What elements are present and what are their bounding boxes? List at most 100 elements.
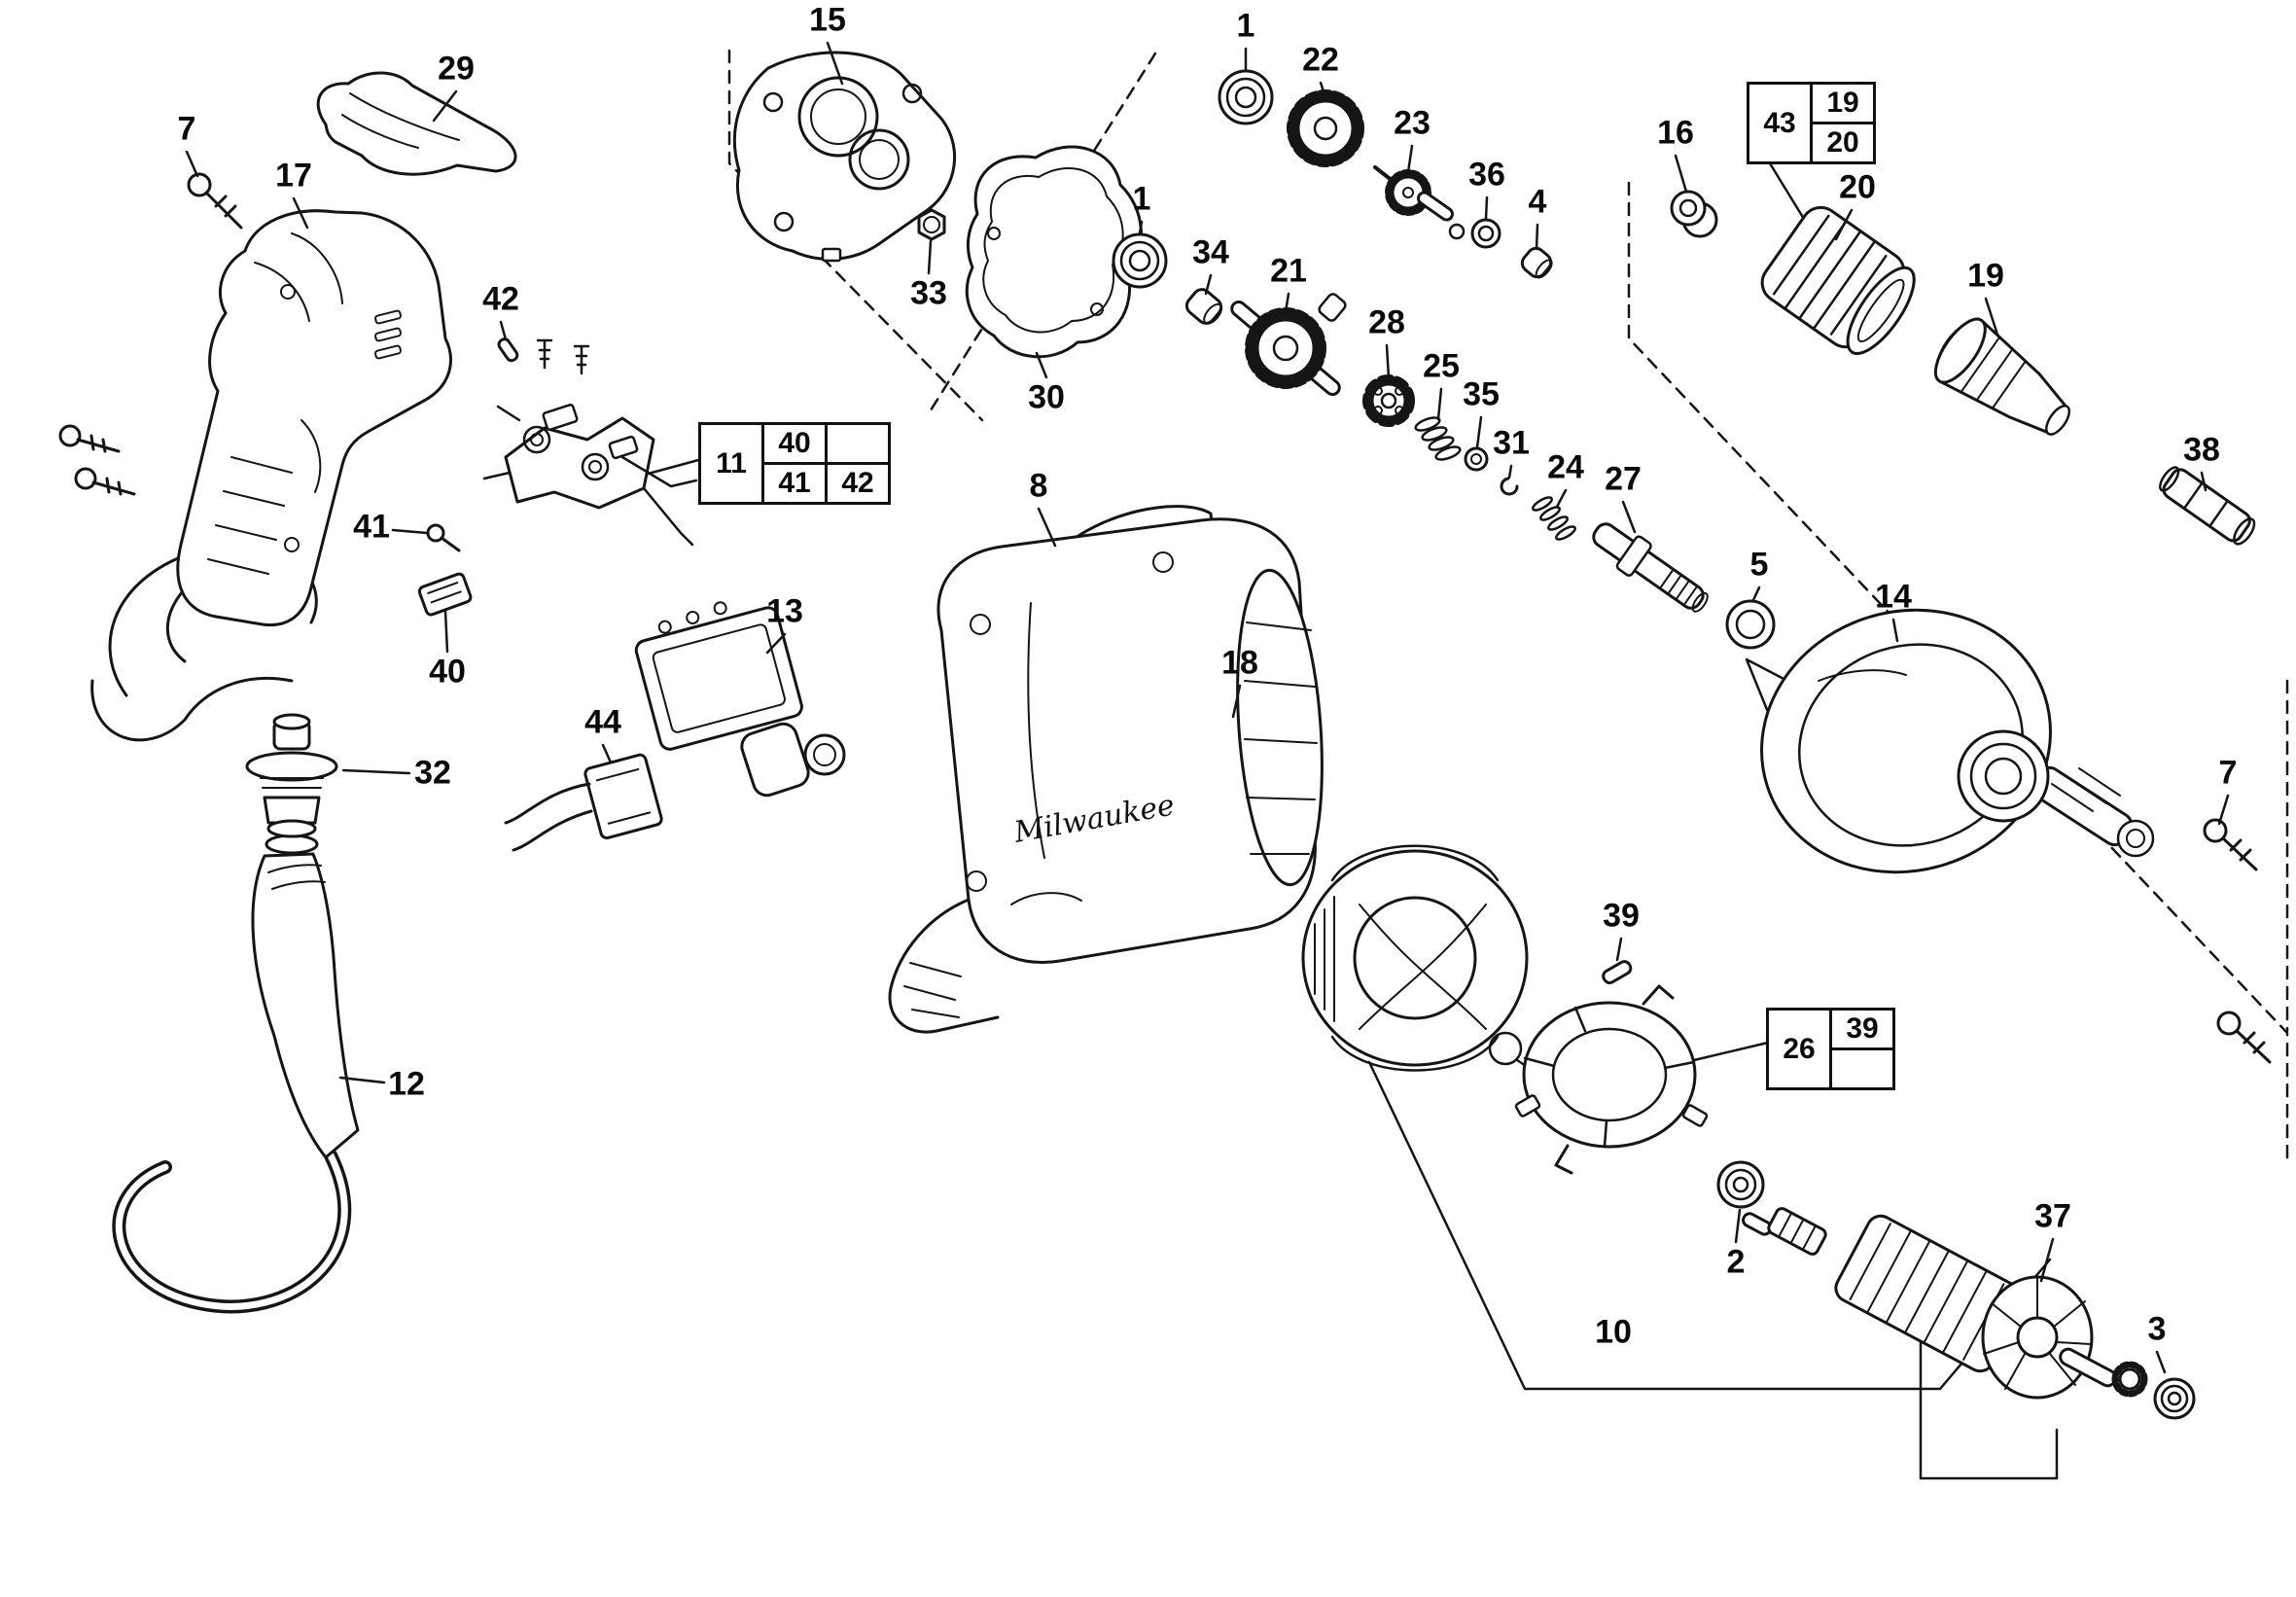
callout-leader-line [1231,684,1242,719]
washer [1470,218,1501,249]
ref-table-43: 43 19 20 [1747,82,1876,164]
part-number-callout: 40 [429,653,466,691]
part-number-callout: 10 [1595,1313,1632,1351]
callout-leader-line [2217,794,2230,826]
part-number-callout: 44 [584,703,621,741]
callout-leader-lines [185,41,2230,1374]
ref-cell [1829,1047,1895,1090]
capacitor-and-wires [504,753,663,852]
callout-leader-line [432,89,458,123]
part-number-callout: 35 [1463,375,1500,413]
ref-cell: 20 [1810,122,1876,164]
cord-strain-relief [245,713,338,838]
part-number-callout: 30 [1028,378,1065,416]
callout-leader-line [1284,292,1290,314]
callout-leader-line [1204,273,1213,296]
callout-leader-line [499,320,508,341]
callout-leader-line [1621,500,1637,534]
part-number-callout: 31 [1493,424,1530,462]
ref-key: 26 [1766,1008,1832,1090]
armature [1742,1207,2148,1400]
callout-leader-line [1319,81,1326,96]
part-number-callout: 15 [809,1,846,39]
hex-nut [917,208,946,241]
clutch-lever [316,71,517,176]
ref-key: 11 [698,422,764,505]
part-number-callout: 20 [1839,168,1876,206]
part-number-callout: 22 [1302,41,1339,79]
callout-leader-line [2155,1350,2167,1374]
callout-leader-line [1385,343,1391,380]
brush-holder-assembly [482,338,698,547]
part-number-callout: 41 [353,508,390,546]
part-number-callout: 7 [2218,754,2238,792]
callout-leader-line [1475,415,1483,449]
callout-leader-line [1436,387,1443,421]
callout-leader-line [1555,488,1568,509]
clutch-collar [1933,317,2071,436]
ball-bearing-rear [1716,1160,1765,1209]
ref-cell: 41 [761,462,828,505]
part-number-callout: 37 [2034,1197,2071,1235]
callout-leader-line [1674,154,1688,194]
spacer [1520,246,1553,279]
field-stator [1301,844,1554,1111]
callout-leader-line [1138,220,1144,235]
callout-leader-line [185,150,199,178]
spacer-sleeve [1184,288,1223,325]
part-number-callout: 2 [1726,1243,1746,1281]
retaining-ring [1500,477,1519,496]
part-number-callout: 14 [1875,578,1912,616]
bit-holder [2159,466,2256,546]
callout-leader-line [443,610,449,654]
part-number-callout: 42 [482,280,519,318]
ball-bearing-front [1112,232,1168,289]
callout-leader-line [2039,1237,2055,1283]
grommet [1670,190,1718,238]
callout-leader-line [1891,618,1899,643]
callout-leader-line [1037,507,1057,548]
pinion-gear-shaft [1373,165,1466,240]
bearing-sleeve [1725,599,1776,650]
gear-case-front [1745,608,2155,874]
callout-leader-line [826,41,844,86]
part-number-callout: 1 [1132,180,1151,218]
ref-cell: 40 [761,422,828,465]
part-number-callout: 36 [1468,156,1505,194]
part-number-callout: 25 [1423,347,1460,385]
spindle [1592,522,1709,613]
part-number-callout: 28 [1368,303,1405,341]
part-number-callout: 34 [1192,233,1229,271]
ref-table-26: 26 39 [1766,1008,1895,1090]
trigger-switch [634,601,846,798]
callout-leader-line [765,632,787,655]
callout-leader-line [1734,1208,1742,1244]
part-number-callout: 39 [1603,897,1640,935]
gear-case-cover [732,51,956,263]
part-number-callout: 8 [1029,467,1048,505]
ref-cell: 39 [1829,1008,1895,1050]
part-number-callout: 12 [388,1065,425,1103]
intermediate-gear [1287,89,1364,167]
part-number-callout: 1 [1236,7,1255,45]
callout-leader-line [1484,195,1489,221]
callout-leader-line [1984,297,1999,337]
clutch-cam [1362,374,1415,427]
callout-leader-line [601,743,613,764]
part-number-callout: 27 [1605,460,1642,498]
callout-leader-line [927,239,933,275]
callout-leader-line [1834,208,1854,241]
part-number-callout: 17 [275,157,312,195]
pin [497,337,519,363]
part-number-callout: 16 [1657,114,1694,152]
screws-right [2203,818,2272,1064]
part-number-callout: 7 [177,110,196,148]
baffle-ring [1514,984,1709,1175]
roll-pin [1602,960,1633,984]
part-number-callout: 18 [1221,644,1258,682]
spindle-gear [1230,293,1347,396]
part-number-callout: 13 [766,592,803,630]
part-number-callout: 38 [2183,431,2220,469]
part-number-callout: 24 [1547,448,1584,486]
